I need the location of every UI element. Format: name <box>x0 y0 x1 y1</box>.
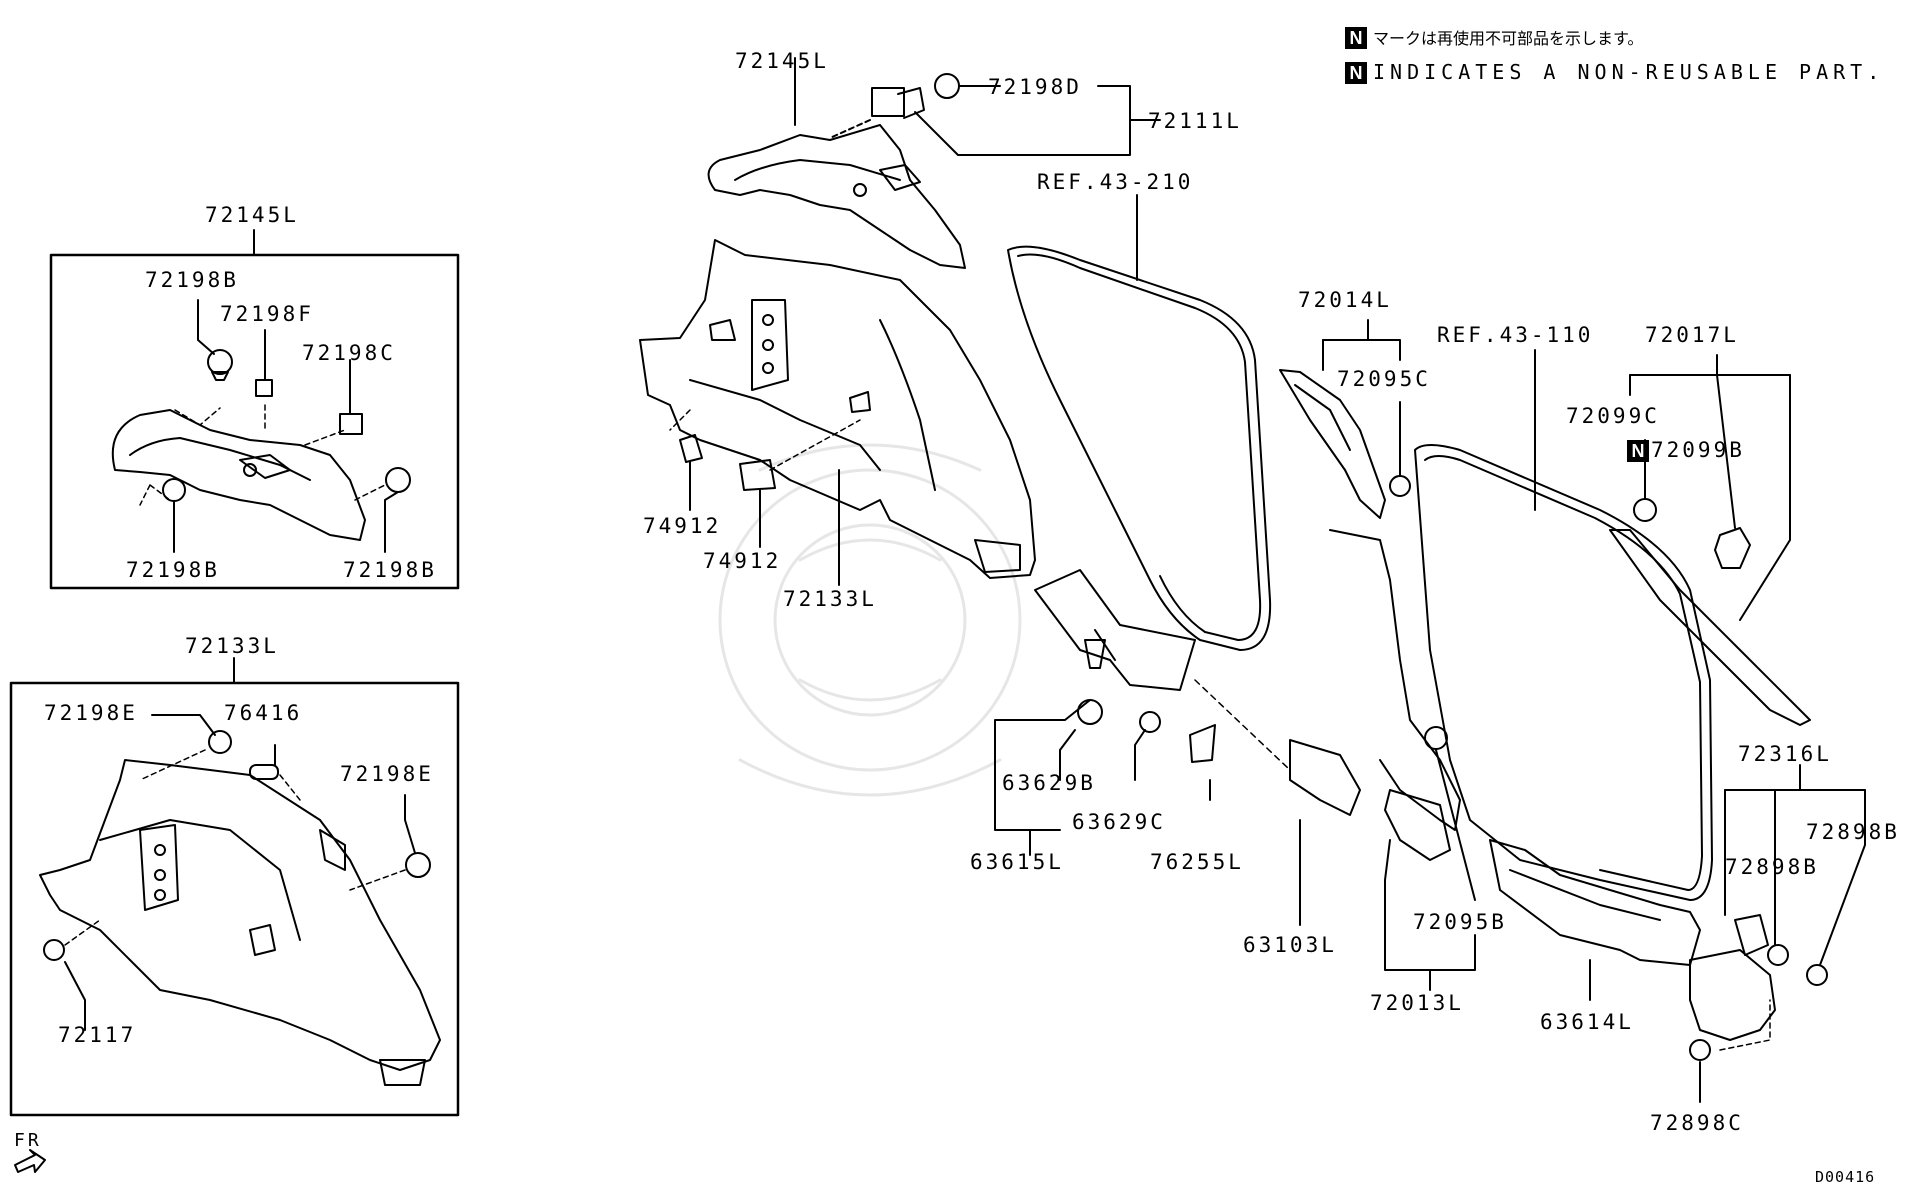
label-63629B: 63629B <box>1002 771 1096 795</box>
label-ref-43-210: REF.43-210 <box>1037 170 1194 194</box>
label-72095C: 72095C <box>1337 367 1431 391</box>
label-72198D: 72198D <box>988 75 1082 99</box>
label-74912-a: 74912 <box>643 514 722 538</box>
clips-inset-2 <box>43 730 431 961</box>
label-72198E-a: 72198E <box>44 701 138 725</box>
label-72145L-top: 72145L <box>735 49 829 73</box>
non-reusable-badge-icon: N <box>1345 27 1367 49</box>
trim-72013L <box>1289 529 1461 861</box>
label-72316L: 72316L <box>1738 742 1832 766</box>
label-63614L: 63614L <box>1540 1010 1634 1034</box>
clip-72095B <box>1424 726 1448 750</box>
front-arrow-icon <box>14 1149 46 1173</box>
label-63615L: 63615L <box>970 850 1064 874</box>
legend-text-en: INDICATES A NON-REUSABLE PART. <box>1373 60 1885 84</box>
label-74912-b: 74912 <box>703 549 782 573</box>
label-63629C: 63629C <box>1072 810 1166 834</box>
watermark-emblem <box>718 443 1022 797</box>
label-72198B-b: 72198B <box>126 558 220 582</box>
clip-group-top <box>871 73 960 119</box>
label-72014L: 72014L <box>1298 288 1392 312</box>
label-72099C: 72099C <box>1566 404 1660 428</box>
inset-box-72133L <box>9 681 460 1117</box>
trim-72017L <box>1609 529 1811 726</box>
non-reusable-badge-icon: N <box>1345 62 1367 84</box>
label-76416: 76416 <box>224 701 303 725</box>
legend-line-1: N マークは再使用不可部品を示します。 <box>1345 27 1643 49</box>
trim-72133L-main <box>639 239 1036 579</box>
label-76255L: 76255L <box>1150 850 1244 874</box>
label-63103L: 63103L <box>1243 933 1337 957</box>
label-72198B-c: 72198B <box>343 558 437 582</box>
label-72133L-box: 72133L <box>185 634 279 658</box>
clips-63629 <box>1077 699 1216 763</box>
label-72095B: 72095B <box>1413 910 1507 934</box>
label-72111L: 72111L <box>1148 109 1242 133</box>
label-72198B-a: 72198B <box>145 268 239 292</box>
diagram-code: D00416 <box>1815 1168 1876 1186</box>
trim-63614L <box>1489 839 1701 966</box>
trim-72014L <box>1279 369 1411 519</box>
label-72145L-box: 72145L <box>205 203 299 227</box>
trim-72145L-top <box>707 124 966 269</box>
legend-text-jp: マークは再使用不可部品を示します。 <box>1373 29 1644 48</box>
trim-72133L-inset <box>39 759 441 1086</box>
label-ref-43-110: REF.43-110 <box>1437 323 1594 347</box>
label-72198E-b: 72198E <box>340 762 434 786</box>
label-72133L-main: 72133L <box>783 587 877 611</box>
weatherstrip-ref-43-210 <box>1007 245 1272 651</box>
weatherstrip-ref-43-110 <box>1414 444 1713 901</box>
trim-63615L <box>1034 569 1196 691</box>
label-72198F: 72198F <box>220 302 314 326</box>
trim-72145L-inset <box>111 409 366 541</box>
clip-74912 <box>679 434 776 491</box>
trim-72316L <box>1689 914 1776 1041</box>
label-72117: 72117 <box>58 1023 137 1047</box>
label-72013L: 72013L <box>1370 991 1464 1015</box>
label-72198C: 72198C <box>302 341 396 365</box>
non-reusable-badge-icon: N <box>1627 440 1649 462</box>
clips-72898 <box>1689 944 1828 1061</box>
legend-line-2: N INDICATES A NON-REUSABLE PART. <box>1345 62 1884 84</box>
label-72099B-text: 72099B <box>1651 438 1745 462</box>
label-72898B-b: 72898B <box>1725 855 1819 879</box>
label-72017L: 72017L <box>1645 323 1739 347</box>
label-72898B-a: 72898B <box>1806 820 1900 844</box>
front-marker-label: FR <box>14 1130 42 1151</box>
clip-group-inset-1 <box>162 349 411 502</box>
label-72898C: 72898C <box>1650 1111 1744 1135</box>
